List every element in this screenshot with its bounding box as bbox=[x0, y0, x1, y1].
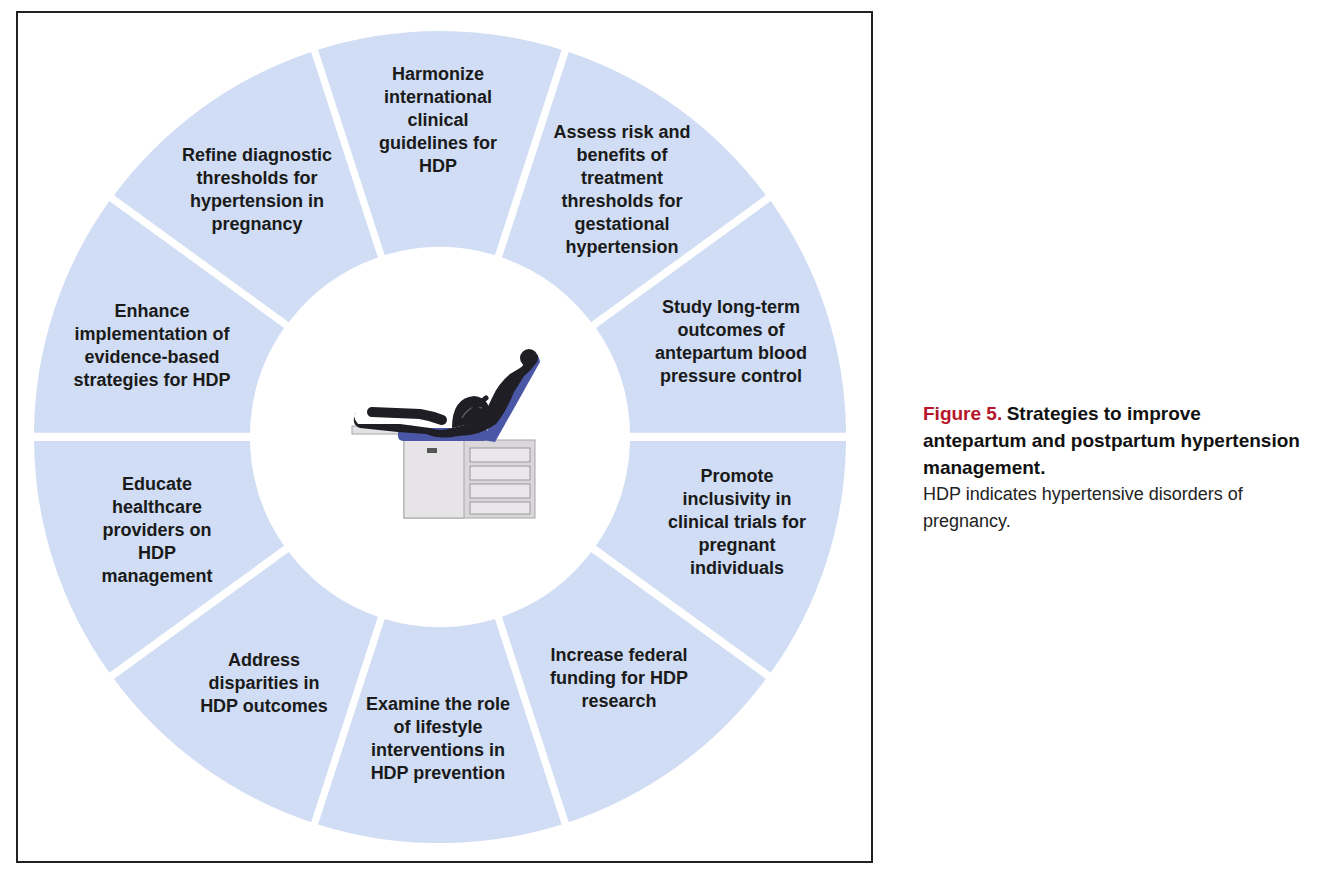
strategy-text: Enhance implementation of evidence-based… bbox=[63, 300, 241, 392]
strategy-text: Increase federal funding for HDP researc… bbox=[539, 644, 699, 713]
caption-note: HDP indicates hypertensive disorders of … bbox=[923, 481, 1308, 535]
strategy-text: Assess risk and benefits of treatment th… bbox=[547, 121, 697, 259]
caption-block: Figure 5. Strategies to improve antepart… bbox=[923, 400, 1308, 535]
strategy-text: Study long-term outcomes of antepartum b… bbox=[652, 296, 810, 388]
strategy-text: Refine diagnostic thresholds for hyperte… bbox=[173, 144, 341, 236]
strategy-segment: Refine diagnostic thresholds for hyperte… bbox=[114, 52, 378, 322]
strategy-segment: Study long-term outcomes of antepartum b… bbox=[596, 201, 846, 433]
segment-shape bbox=[596, 201, 846, 433]
strategy-text: Harmonize international clinical guideli… bbox=[373, 63, 503, 178]
strategy-text: Address disparities in HDP outcomes bbox=[199, 649, 329, 718]
figure-frame bbox=[17, 12, 872, 862]
caption-space bbox=[1002, 406, 1006, 423]
figure-caption: Figure 5. Strategies to improve antepart… bbox=[923, 400, 1308, 481]
strategy-segment: Educate healthcare providers on HDP mana… bbox=[34, 441, 284, 673]
strategy-text: Promote inclusivity in clinical trials f… bbox=[662, 465, 812, 580]
figure-number: Figure 5. bbox=[923, 403, 1002, 424]
exam-table-illustration bbox=[352, 349, 540, 518]
strategy-text: Examine the role of lifestyle interventi… bbox=[358, 693, 518, 785]
strategy-text: Educate healthcare providers on HDP mana… bbox=[91, 473, 223, 588]
